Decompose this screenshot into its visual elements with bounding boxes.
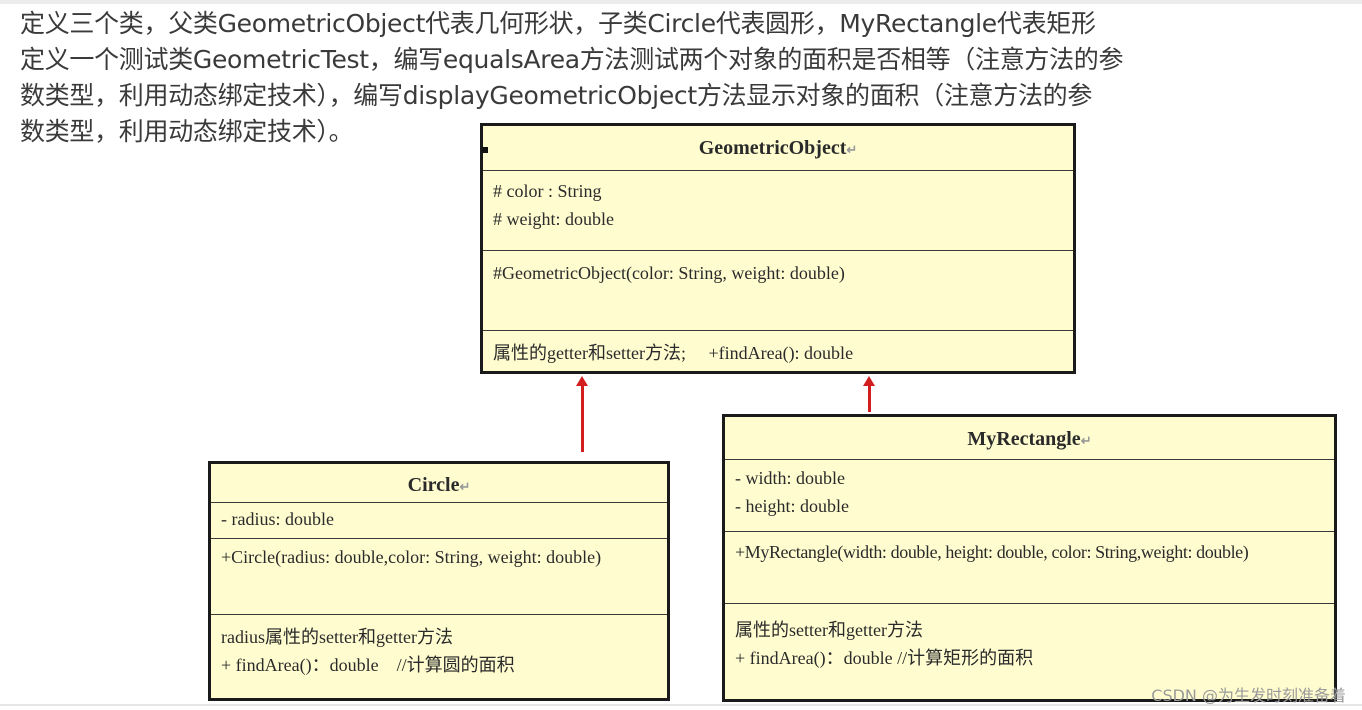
constructor: +MyRectangle(width: double, height: doub… [735, 542, 1249, 562]
class-title: MyRectangle↵ [725, 417, 1334, 459]
description-line: 定义一个测试类GeometricTest，编写equalsArea方法测试两个对… [20, 45, 1124, 74]
attribute: - radius: double [221, 509, 334, 529]
description-line: 定义三个类，父类GeometricObject代表几何形状，子类Circle代表… [20, 9, 1096, 38]
task-description: 定义三个类，父类GeometricObject代表几何形状，子类Circle代表… [20, 6, 1350, 150]
constructor: #GeometricObject(color: String, weight: … [493, 263, 845, 283]
return-mark-icon: ↵ [459, 479, 471, 494]
method: + findArea()：double //计算圆的面积 [221, 655, 515, 675]
methods-section: 属性的getter和setter方法; +findArea(): double [483, 330, 1073, 372]
inheritance-arrow-rectangle [863, 376, 875, 412]
description-line: 数类型，利用动态绑定技术）。 [20, 117, 354, 146]
class-name: Circle [407, 474, 460, 496]
constructors-section: +Circle(radius: double,color: String, we… [211, 538, 667, 614]
constructors-section: +MyRectangle(width: double, height: doub… [725, 531, 1334, 603]
attributes-section: - width: double - height: double [725, 459, 1334, 531]
inheritance-arrow-circle [576, 376, 588, 452]
methods-section: 属性的setter和getter方法 + findArea()：double /… [725, 603, 1334, 699]
attributes-section: # color : String # weight: double [483, 170, 1073, 250]
method: 属性的setter和getter方法 [735, 620, 923, 640]
bottom-divider [0, 704, 1362, 706]
class-geometric-object: GeometricObject↵ # color : String # weig… [480, 123, 1076, 374]
method: radius属性的setter和getter方法 [221, 627, 453, 647]
methods-section: radius属性的setter和getter方法 + findArea()：do… [211, 614, 667, 698]
constructors-section: #GeometricObject(color: String, weight: … [483, 250, 1073, 330]
method: 属性的getter和setter方法; +findArea(): double [493, 343, 854, 363]
return-mark-icon: ↵ [846, 142, 858, 157]
class-my-rectangle: MyRectangle↵ - width: double - height: d… [722, 414, 1337, 702]
attribute: # weight: double [493, 209, 614, 229]
anchor-marker [482, 147, 488, 153]
attribute: - height: double [735, 496, 849, 516]
constructor: +Circle(radius: double,color: String, we… [221, 547, 602, 567]
attribute: # color : String [493, 181, 602, 201]
watermark: CSDN @为生发时刻准备着 [1151, 686, 1346, 705]
description-line: 数类型，利用动态绑定技术），编写displayGeometricObject方法… [20, 81, 1093, 110]
method: + findArea()：double //计算矩形的面积 [735, 648, 1034, 668]
return-mark-icon: ↵ [1080, 433, 1092, 448]
class-title: GeometricObject↵ [483, 126, 1073, 170]
class-name: MyRectangle [967, 428, 1081, 450]
class-circle: Circle↵ - radius: double +Circle(radius:… [208, 461, 670, 701]
attributes-section: - radius: double [211, 502, 667, 538]
class-name: GeometricObject [698, 137, 847, 159]
class-title: Circle↵ [211, 464, 667, 502]
attribute: - width: double [735, 468, 845, 488]
top-strip [0, 0, 1362, 4]
